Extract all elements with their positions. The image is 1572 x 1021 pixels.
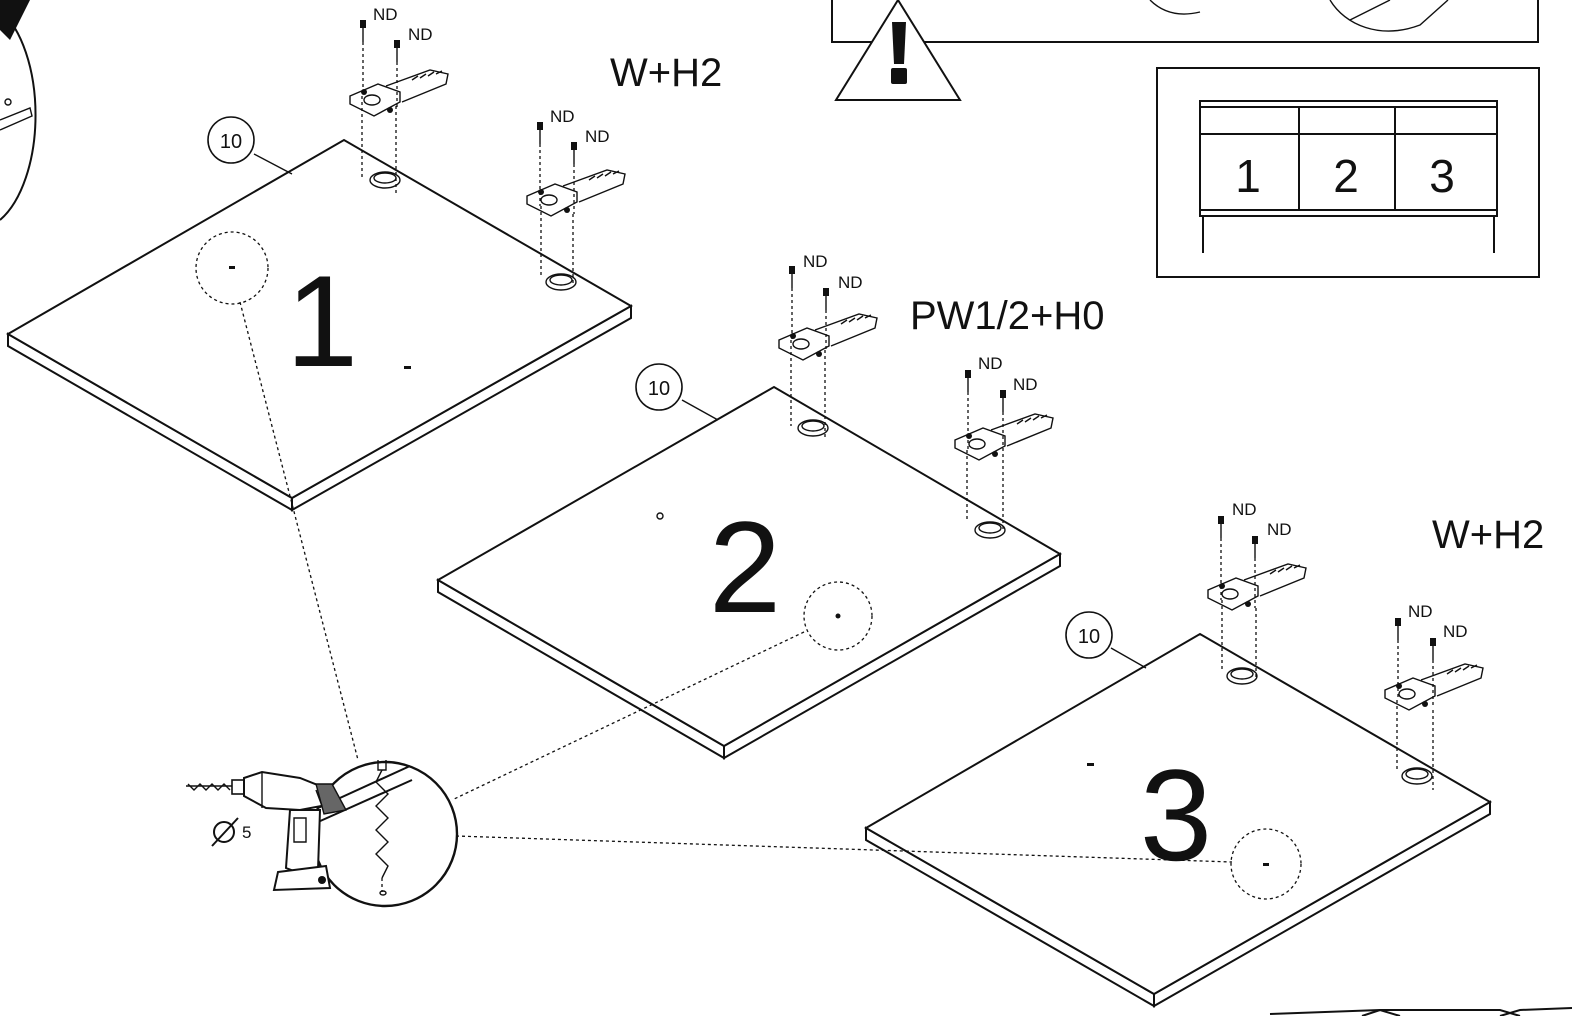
hinge-icon — [954, 413, 1054, 461]
screw-label: ND — [408, 25, 433, 44]
part-number-3: 10 — [1078, 626, 1100, 648]
panel-3-number: 3 — [1140, 742, 1212, 888]
screw-icon — [1252, 536, 1258, 558]
panel-2: 2 10 PW1/2+H0 — [436, 294, 1105, 760]
screw-label: ND — [1013, 375, 1038, 394]
drill-diameter-label: 5 — [242, 823, 251, 842]
drill-zoom-circle — [311, 760, 459, 908]
diameter-icon — [211, 817, 239, 847]
drill-mark-circle-2 — [803, 581, 873, 651]
screw-label: ND — [1443, 622, 1468, 641]
screw-icon — [965, 370, 971, 392]
hinge-icon — [349, 69, 449, 117]
warning-triangle-icon — [834, 0, 962, 101]
overview-door-1-label: 1 — [1235, 150, 1261, 202]
screw-icon — [571, 142, 577, 164]
hinge-group-2b — [954, 413, 1054, 530]
drill-mark-circle-1 — [195, 231, 269, 305]
hinge-group-2a — [778, 313, 878, 440]
next-step-fragment — [1269, 1007, 1572, 1017]
overview-door-3-label: 3 — [1429, 150, 1455, 202]
hinge-group-3a — [1207, 563, 1307, 680]
hinge-icon — [778, 313, 878, 361]
screw-icon — [394, 40, 400, 62]
screw-label: ND — [1408, 602, 1433, 621]
hinge-icon — [1384, 663, 1484, 711]
screw-icon — [1000, 390, 1006, 412]
drill-mark-circle-3 — [1230, 828, 1302, 900]
screw-icon — [789, 266, 795, 288]
screw-label: ND — [803, 252, 828, 271]
part-callout-1 — [207, 116, 255, 164]
hinge-icon — [1207, 563, 1307, 611]
config-label-panel-3: W+H2 — [1432, 513, 1544, 557]
part-number-2: 10 — [648, 378, 670, 400]
panel-2-number: 2 — [709, 494, 781, 640]
panel-3: 3 10 W+H2 — [864, 513, 1544, 1008]
part-number-1: 10 — [220, 131, 242, 153]
screw-icon — [360, 20, 366, 42]
screw-label: ND — [1267, 520, 1292, 539]
panel-1-number: 1 — [286, 248, 358, 394]
screw-label: ND — [373, 5, 398, 24]
config-label-panel-1: W+H2 — [610, 51, 722, 95]
screw-icon — [1395, 618, 1401, 640]
screw-icon — [537, 122, 543, 144]
screw-label: ND — [585, 127, 610, 146]
detail-circle-top-left — [0, 0, 37, 221]
warning-box — [831, 0, 1539, 101]
screw-label: ND — [1232, 500, 1257, 519]
screw-icon — [823, 288, 829, 310]
panel-1: 1 10 W+H2 — [6, 51, 722, 512]
hinge-icon — [526, 169, 626, 217]
hinge-group-1a — [349, 69, 449, 194]
screw-label: ND — [978, 354, 1003, 373]
screw-group-3a: ND ND — [1218, 500, 1292, 608]
screw-icon — [1430, 638, 1436, 660]
screw-group-3b: ND ND — [1395, 602, 1468, 708]
hinge-group-3b — [1384, 663, 1484, 790]
screw-group-2b: ND ND — [965, 354, 1038, 460]
part-callout-3 — [1065, 611, 1113, 659]
screw-group-2a: ND ND — [789, 252, 863, 350]
screw-group-1a: ND ND — [360, 5, 433, 110]
screw-label: ND — [838, 273, 863, 292]
screw-group-1b: ND ND — [537, 107, 610, 214]
cabinet-overview: 1 2 3 — [1156, 67, 1540, 278]
part-callout-2 — [635, 363, 683, 411]
drill-detail: 5 — [186, 301, 1233, 908]
config-label-panel-2: PW1/2+H0 — [910, 294, 1105, 338]
hinge-group-1b — [526, 169, 626, 284]
overview-door-2-label: 2 — [1333, 150, 1359, 202]
screw-icon — [1218, 516, 1224, 538]
drill-icon — [186, 770, 348, 892]
screw-label: ND — [550, 107, 575, 126]
